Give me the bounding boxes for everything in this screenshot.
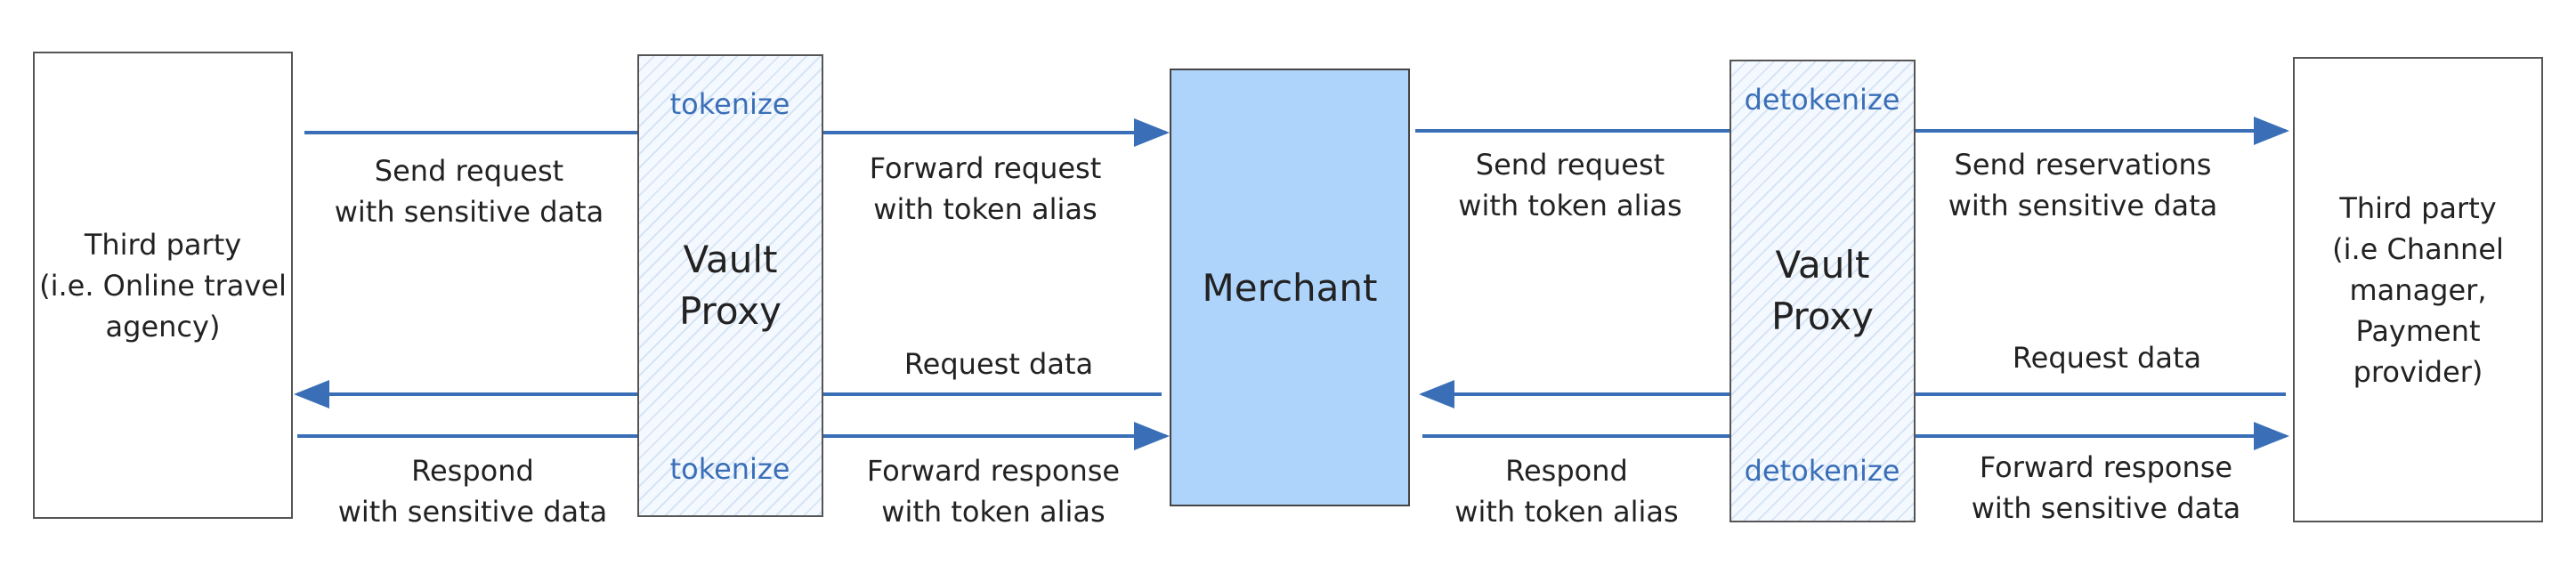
left-third-party-box: Third party (i.e. Online travel agency) [33, 52, 293, 519]
label-line: Forward request [869, 151, 1102, 185]
tokenize-bottom-label: tokenize [669, 452, 790, 486]
label-line: with token alias [881, 495, 1106, 529]
label-line: with sensitive data [1971, 491, 2241, 525]
label-line: Respond [411, 454, 534, 488]
label-forward-response-token: Forward response with token alias [867, 450, 1120, 532]
right-third-party-box: Third party (i.e Channel manager, Paymen… [2293, 57, 2543, 522]
label-forward-response-sensitive: Forward response with sensitive data [1972, 447, 2241, 529]
left-third-party-label: Third party (i.e. Online travel agency) [39, 227, 287, 344]
label-line: Request data [903, 347, 1094, 381]
merchant-box: Merchant [1170, 69, 1410, 506]
label-respond-token: Respond with token alias [1454, 450, 1678, 532]
label-line: Forward response [866, 454, 1121, 488]
label-line: Send request [1475, 148, 1665, 182]
label-line: Respond [1505, 454, 1628, 488]
label-forward-request-token: Forward request with token alias [870, 148, 1102, 230]
label-line: Forward response [1979, 450, 2233, 484]
vault-proxy-left: Vault Proxy [637, 54, 823, 517]
label-line: with token alias [1454, 495, 1679, 529]
label-respond-sensitive: Respond with sensitive data [338, 450, 608, 532]
vault-proxy-right: Vault Proxy [1729, 60, 1916, 522]
detokenize-top-label: detokenize [1744, 83, 1900, 117]
label-request-data-right: Request data [2013, 337, 2201, 378]
label-send-request-token: Send request with token alias [1458, 144, 1681, 226]
detokenize-bottom-label: detokenize [1744, 454, 1900, 488]
label-line: Send request [374, 154, 564, 188]
label-line: with sensitive data [334, 195, 604, 229]
merchant-label: Merchant [1202, 265, 1378, 310]
right-third-party-label: Third party (i.e Channel manager, Paymen… [2332, 190, 2504, 389]
label-line: with sensitive data [1948, 189, 2218, 222]
label-line: with token alias [873, 192, 1098, 226]
label-line: with token alias [1458, 189, 1682, 222]
label-send-reservations-sensitive: Send reservations with sensitive data [1948, 144, 2218, 226]
vault-proxy-right-label: Vault Proxy [1770, 243, 1875, 338]
label-line: Send reservations [1954, 148, 2212, 182]
label-request-data-left: Request data [904, 344, 1093, 384]
label-line: Request data [2012, 341, 2202, 375]
tokenize-top-label: tokenize [669, 87, 790, 121]
label-send-request-sensitive: Send request with sensitive data [335, 150, 604, 232]
label-line: with sensitive data [337, 495, 608, 529]
vault-proxy-left-label: Vault Proxy [678, 238, 782, 333]
